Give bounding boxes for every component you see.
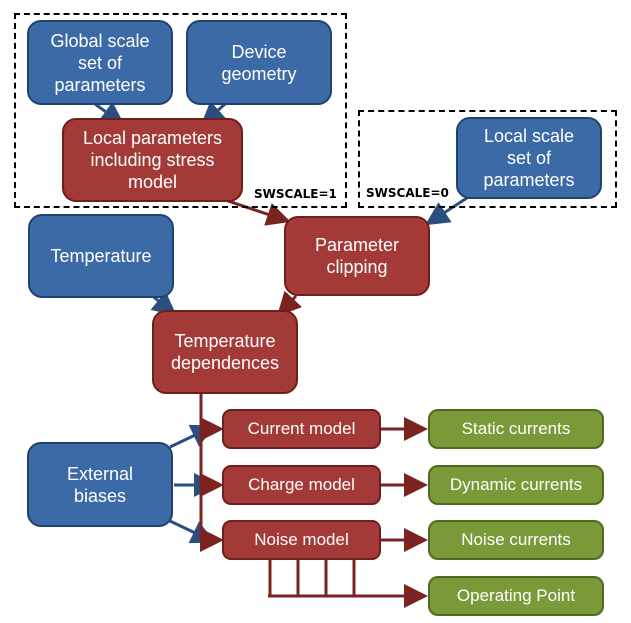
charge-model-box: Charge model <box>222 465 381 505</box>
noise-model-box: Noise model <box>222 520 381 560</box>
global-scale-box: Global scale set of parameters <box>27 20 173 105</box>
swscale0-group <box>358 110 617 208</box>
static-currents-box: Static currents <box>428 409 604 449</box>
swscale1-group <box>14 13 347 208</box>
arrow-localscale-to-clipping <box>424 194 471 226</box>
arrow-local-to-clipping <box>224 198 291 226</box>
temperature-box: Temperature <box>28 214 174 298</box>
arrow-biases-to-noise <box>169 519 216 544</box>
dynamic-currents-box: Dynamic currents <box>428 465 604 505</box>
operating-point-box: Operating Point <box>428 576 604 616</box>
device-geometry-box: Device geometry <box>186 20 332 105</box>
arrow-clipping-to-dependences <box>276 290 303 317</box>
swscale1-label: SWSCALE=1 <box>254 187 337 201</box>
external-biases-box: External biases <box>27 442 173 527</box>
temperature-dependences-box: Temperature dependences <box>152 310 298 394</box>
noise-currents-box: Noise currents <box>428 520 604 560</box>
parameter-clipping-box: Parameter clipping <box>284 216 430 296</box>
arrow-biases-to-current <box>169 424 216 449</box>
swscale0-label: SWSCALE=0 <box>366 186 449 200</box>
local-scale-box: Local scale set of parameters <box>456 117 602 199</box>
local-parameters-box: Local parameters including stress model <box>62 118 243 202</box>
current-model-box: Current model <box>222 409 381 449</box>
